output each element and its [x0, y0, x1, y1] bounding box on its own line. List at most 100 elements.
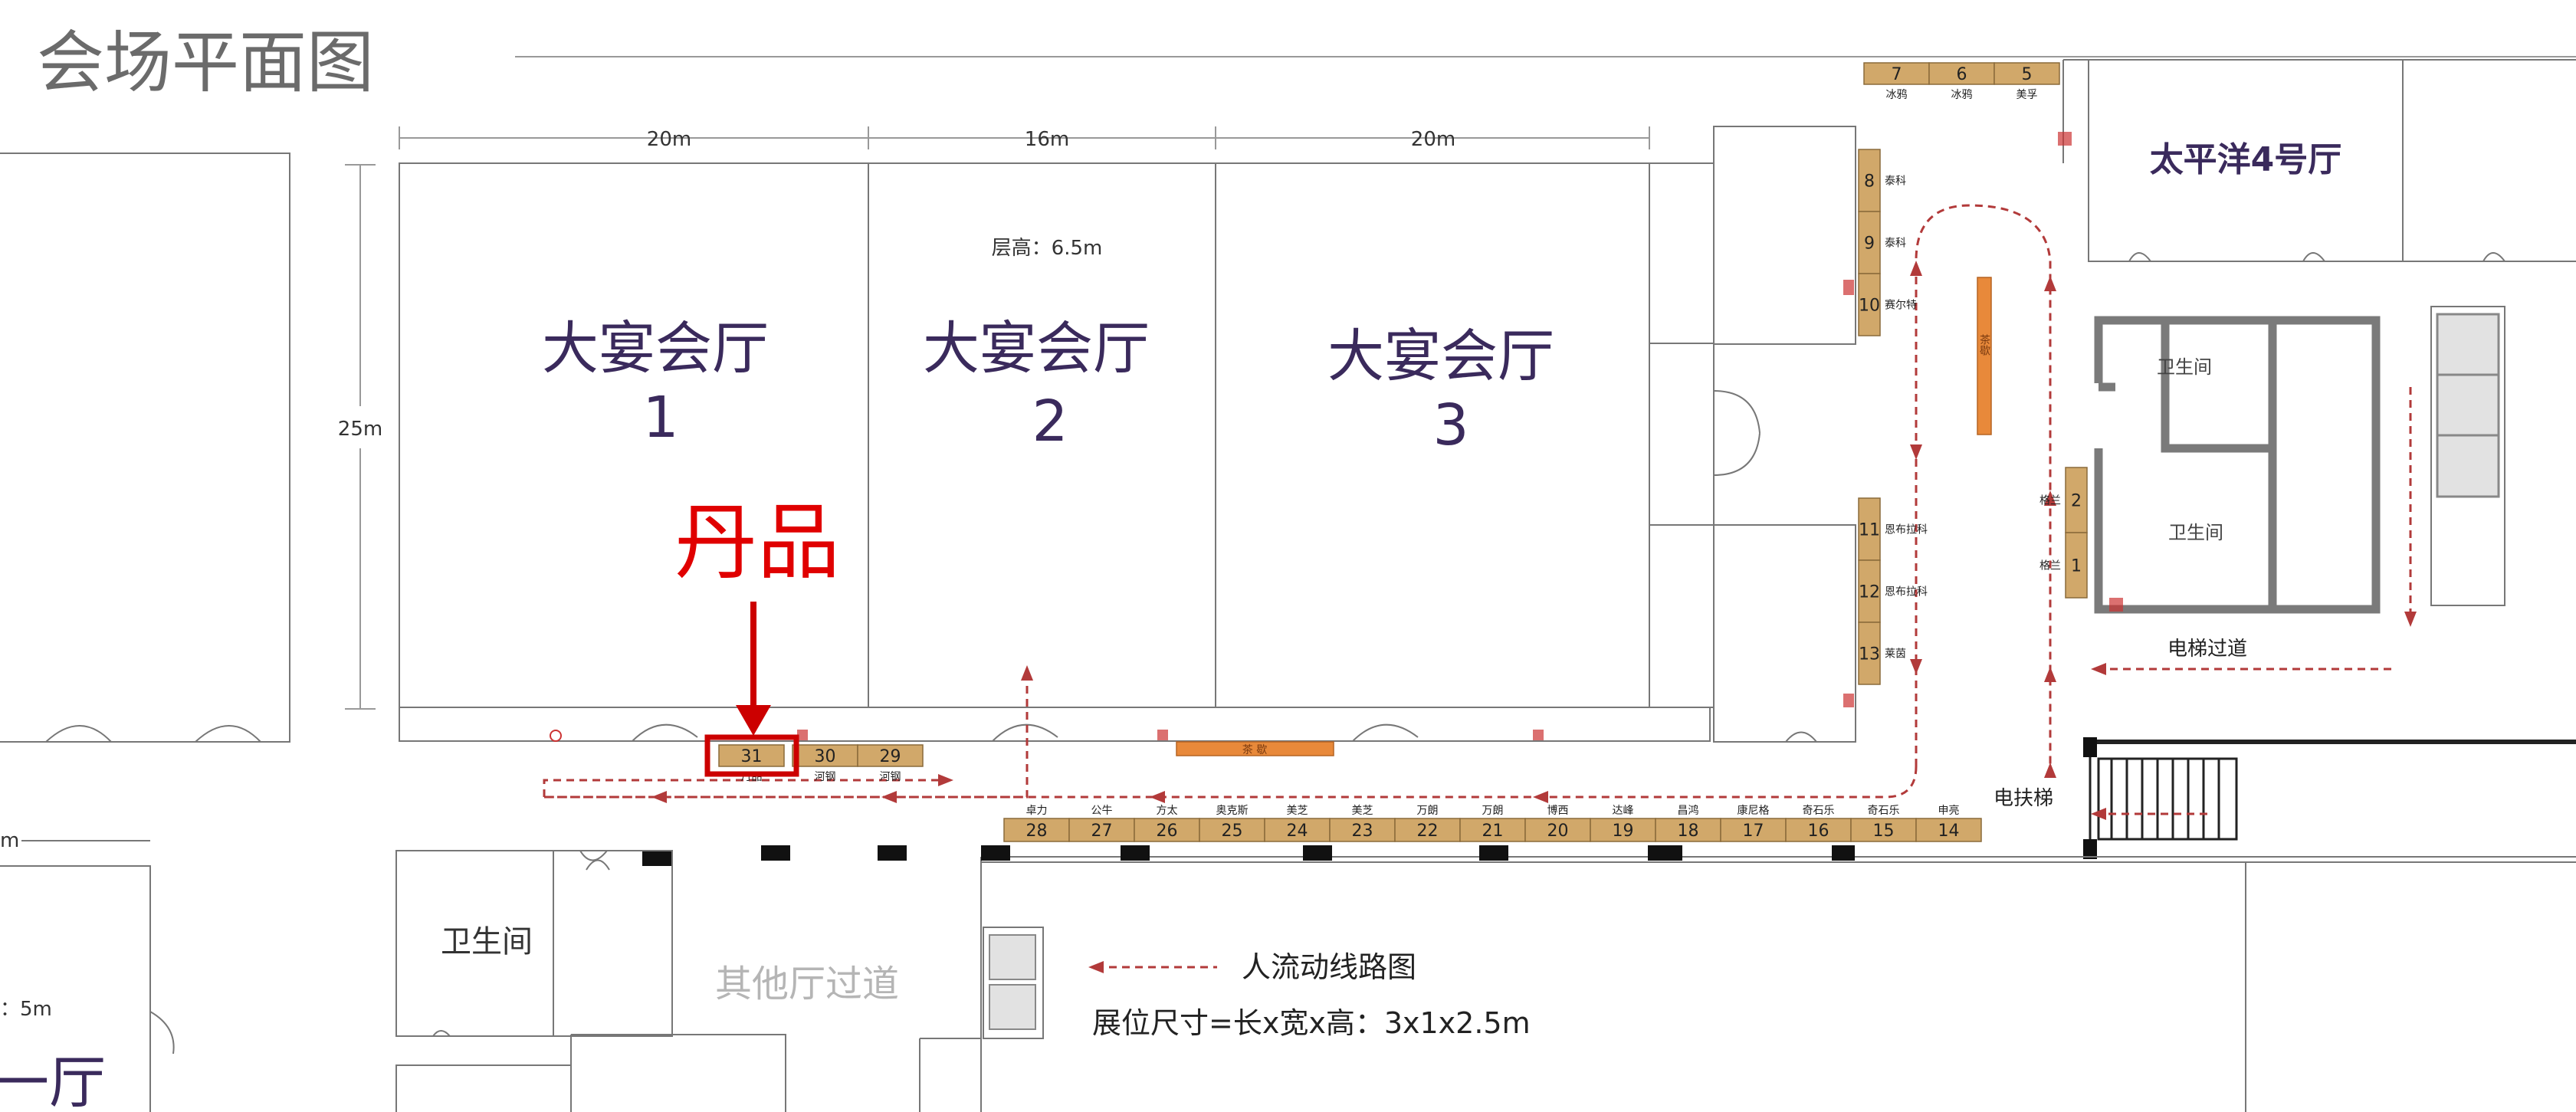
tea-bar-horizontal-label: 茶 歇	[1242, 744, 1267, 756]
restroom-main-label: 卫生间	[441, 924, 533, 959]
booth-exhibitor: 博西	[1547, 804, 1569, 817]
booth-exhibitor: 万朗	[1482, 805, 1504, 817]
pillars	[642, 845, 1855, 866]
booth-number: 12	[1859, 583, 1880, 602]
booth-exhibitor: 赛尔特	[1885, 300, 1917, 312]
booth-number: 29	[880, 747, 901, 766]
ballroom-front-strip	[399, 707, 1711, 742]
tea-bar-vertical-label: 茶歇	[1978, 334, 1990, 356]
booths-bottom-row: 28卓力27公牛26方太25奥克斯24美芝23美芝22万朗21万朗20博西19达…	[1003, 804, 1982, 842]
booth-number: 26	[1157, 822, 1178, 841]
pacific-hall-name: 太平洋4号厅	[2150, 140, 2342, 179]
tea-bar-horizontal	[1176, 741, 1334, 756]
ballroom-3-name: 大宴会厅	[1327, 323, 1554, 389]
booth-exhibitor: 泰科	[1885, 175, 1906, 188]
elevator-corridor-label: 电梯过道	[2167, 638, 2247, 661]
booth-6	[1928, 62, 1995, 85]
booth-number: 6	[1957, 65, 1967, 84]
booth-29	[857, 744, 924, 767]
booth-number: 15	[1873, 822, 1895, 841]
brand-booth-highlight	[704, 734, 799, 777]
booth-exhibitor: 方太	[1157, 805, 1178, 817]
left-lower-door	[149, 1011, 175, 1055]
booth-14	[1915, 818, 1982, 842]
booth-exhibitor: 美孚	[2016, 89, 2038, 101]
restroom-upper-label: 卫生间	[2157, 356, 2212, 378]
booth-number: 10	[1859, 297, 1880, 316]
booth-number: 5	[2022, 65, 2033, 84]
booth-number: 9	[1864, 235, 1875, 254]
booth-number: 23	[1352, 822, 1373, 841]
side-double-door	[1713, 390, 1761, 476]
restroom-block-walls	[2094, 316, 2381, 614]
booth-number: 28	[1026, 822, 1048, 841]
booth-number: 21	[1482, 822, 1504, 841]
pacific-hall-annex	[2402, 59, 2576, 262]
width-dim-1: 20m	[647, 128, 691, 151]
booth-size-note: 展位尺寸=长x宽x高：3x1x2.5m	[1092, 1006, 1531, 1040]
depth-dim: 25m	[338, 418, 382, 441]
escalator-steps	[2097, 757, 2238, 841]
booth-number: 13	[1859, 645, 1880, 664]
booth-number: 22	[1417, 822, 1439, 841]
ballroom-side-room	[1649, 162, 1715, 708]
booth-exhibitor: 格兰	[2039, 495, 2061, 507]
booth-exhibitor: 河钢	[880, 771, 901, 783]
left-partial-ceiling: ：5m	[0, 998, 52, 1021]
brand-label: 丹品	[674, 495, 840, 591]
booth-9	[1858, 211, 1881, 274]
booth-23	[1329, 818, 1396, 842]
elevator-shafts	[2436, 313, 2500, 498]
booth-exhibitor: 冰鸦	[1951, 88, 1973, 101]
booth-number: 24	[1287, 822, 1308, 841]
booth-exhibitor: 奇石乐	[1803, 804, 1835, 817]
booth-number: 20	[1547, 822, 1569, 841]
map-title: 会场平面图	[37, 23, 374, 102]
booth-8	[1858, 149, 1881, 212]
booth-24	[1264, 818, 1331, 842]
lower-elevators	[983, 927, 1044, 1039]
visitor-route	[543, 204, 2056, 803]
booths-right-pair: 2 格兰 1 格兰	[2039, 467, 2088, 599]
booth-7	[1863, 62, 1930, 85]
ballroom-1-outline	[399, 162, 869, 708]
booth-number: 1	[2071, 557, 2082, 576]
booth-exhibitor: 格兰	[2039, 560, 2061, 572]
booth-exhibitor: 卓力	[1026, 805, 1048, 817]
ceiling-height: 层高：6.5m	[992, 237, 1103, 260]
booths-top-row: 7 冰鸦 6 冰鸦 5 美孚	[1863, 62, 2060, 101]
booth-17	[1720, 818, 1787, 842]
side-room-upper	[1713, 126, 1856, 345]
booth-exhibitor: 美芝	[1352, 805, 1373, 817]
booth-exhibitor: 申亮	[1938, 804, 1960, 817]
booth-exhibitor: 恩布拉科	[1885, 586, 1928, 599]
booth-20	[1524, 818, 1591, 842]
booth-28	[1003, 818, 1070, 842]
ballroom-3-number: 3	[1432, 392, 1468, 458]
left-hall-outline	[0, 153, 290, 743]
restroom-lower-label: 卫生间	[2168, 522, 2223, 543]
side-room-lower	[1713, 524, 1856, 743]
booth-number: 19	[1613, 822, 1634, 841]
left-partial-dim: m	[0, 829, 19, 852]
legend-route-text: 人流动线路图	[1242, 950, 1416, 984]
left-hall-partial-name: 一厅	[0, 1050, 106, 1112]
booth-number: 7	[1892, 65, 1902, 84]
booth-number: 31	[741, 747, 763, 766]
booth-number: 2	[2071, 492, 2082, 511]
booth-5	[1994, 62, 2060, 85]
tea-bar-vertical	[1977, 277, 1992, 435]
booth-13	[1858, 622, 1881, 685]
booth-number: 17	[1743, 822, 1764, 841]
left-lower-hall-outline	[0, 865, 151, 1112]
booth-exhibitor: 冰鸦	[1886, 88, 1908, 101]
booth-number: 8	[1864, 172, 1875, 192]
ballroom-1-number: 1	[642, 385, 678, 451]
booth-10	[1858, 273, 1881, 336]
escalator-label: 电扶梯	[1994, 787, 2053, 810]
ballroom-2-number: 2	[1032, 389, 1068, 454]
booth-exhibitor: 河钢	[815, 771, 836, 783]
